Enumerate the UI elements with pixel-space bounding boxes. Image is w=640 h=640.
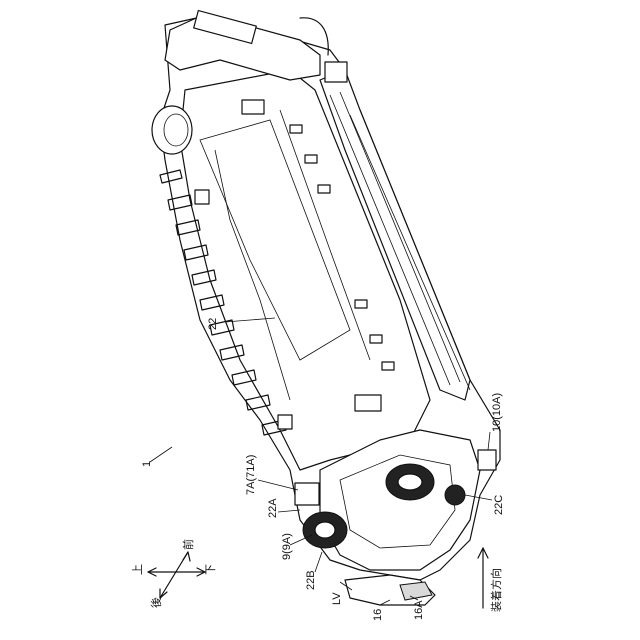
- label-9-9a: 9(9A): [281, 533, 293, 560]
- label-1: 1: [141, 461, 153, 467]
- label-16a: 16A: [413, 600, 425, 620]
- label-22c: 22C: [493, 495, 505, 515]
- block-10: [478, 450, 496, 470]
- axis-rear: 後: [149, 597, 163, 608]
- label-7a-71a: 7A(71A): [245, 455, 257, 495]
- install-direction-arrow: [478, 548, 488, 608]
- axis-down: 下: [205, 564, 217, 575]
- bracket-7a: [295, 483, 319, 505]
- label-10-10a: 10(10A): [491, 393, 503, 432]
- label-22: 22: [207, 318, 219, 330]
- label-16: 16: [372, 609, 384, 621]
- orientation-compass: 上 下 前 後: [131, 539, 217, 608]
- axis-up: 上: [131, 564, 144, 575]
- front-gear: [386, 464, 434, 500]
- gear-9: [303, 512, 347, 548]
- fuser-unit-drawing: [152, 11, 500, 605]
- label-lv: LV: [331, 592, 343, 605]
- label-22b: 22B: [305, 570, 317, 590]
- gear-22c: [445, 485, 465, 505]
- label-install-direction: 装着方向: [489, 568, 503, 612]
- left-knob: [152, 106, 192, 154]
- label-22a: 22A: [267, 498, 279, 518]
- top-right-block: [325, 62, 347, 82]
- axis-front: 前: [181, 539, 195, 550]
